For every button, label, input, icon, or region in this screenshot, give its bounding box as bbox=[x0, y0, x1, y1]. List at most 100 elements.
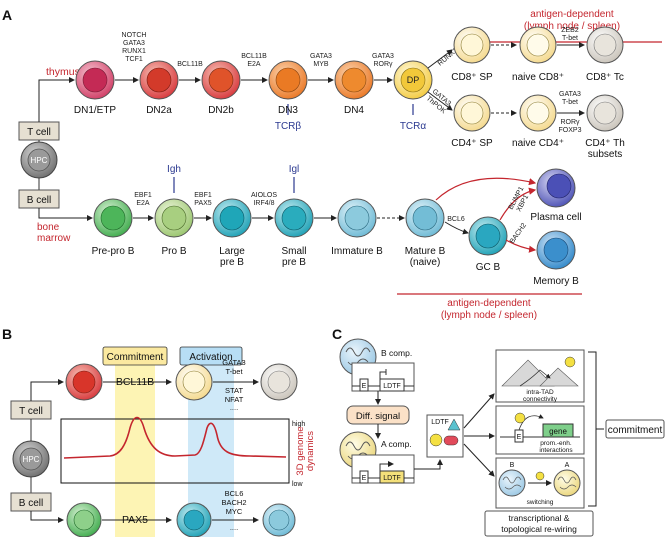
dp-nucleus bbox=[400, 67, 426, 93]
switch-b-label: B bbox=[510, 462, 515, 469]
dn4-label: DN4 bbox=[344, 105, 364, 116]
mature-label-1: Mature B bbox=[405, 246, 446, 257]
b-comp-chromatin bbox=[345, 347, 371, 366]
b-cell-label: B cell bbox=[27, 195, 51, 206]
tf-gata3-rory-1: GATA3 bbox=[372, 53, 394, 60]
b-comp-ldtf-box bbox=[379, 378, 405, 392]
bf-aiolos-2: IRF4/8 bbox=[253, 200, 274, 207]
igl-label: Igl bbox=[289, 164, 300, 175]
tad-loop bbox=[519, 369, 551, 387]
cd8-sp-label: CD8⁺ SP bbox=[451, 72, 493, 83]
b-cell-names: Pre-pro B Pro B Large pre B Small pre B … bbox=[92, 212, 582, 287]
prom-enh-yellow-dot bbox=[514, 412, 526, 424]
cd8-sp-nucleus bbox=[460, 33, 484, 57]
pro-b-nucleus bbox=[161, 205, 187, 231]
high-label: high bbox=[292, 421, 305, 428]
switch-yellow-dot bbox=[535, 471, 545, 481]
tf-tbet: T-bet bbox=[562, 35, 578, 42]
prom-enh-label-2: interactions bbox=[539, 447, 573, 454]
pb-t-act-4: NFAT bbox=[225, 395, 244, 404]
ldtf-factor-label: LDTF bbox=[431, 419, 449, 426]
b-path-arrow bbox=[38, 208, 93, 221]
tf-zeb2: ZEB2 bbox=[561, 27, 579, 34]
prom-enh-label-1: prom.-enh. bbox=[540, 440, 572, 447]
b-panel-hpc-nucleus bbox=[19, 447, 43, 471]
cd4-tf-list: GATA3 T-bet RORγ FOXP3 bbox=[559, 91, 582, 134]
bf-ebf1-e2a-2: E2A bbox=[136, 200, 150, 207]
switch-b-chromatin bbox=[502, 476, 522, 490]
tf-bcl11b-e2a-1: BCL11B bbox=[241, 53, 267, 60]
mature-label-2: (naive) bbox=[410, 257, 441, 268]
gene-box bbox=[542, 423, 574, 438]
bf-bcl6: BCL6 bbox=[447, 216, 465, 223]
gene-label: gene bbox=[549, 427, 567, 436]
panel-a-label: A bbox=[2, 7, 12, 23]
prepro-label: Pre-pro B bbox=[92, 246, 135, 257]
commitment-tag-label: Commitment bbox=[107, 352, 164, 363]
pb-t-act-3: STAT bbox=[225, 386, 243, 395]
large-label-1: Large bbox=[219, 246, 245, 257]
b-panel-hpc-label: HPC bbox=[23, 455, 40, 464]
cd4-th-label-1: CD4⁺ Th bbox=[585, 138, 625, 149]
antigen-bottom-label-2: (lymph node / spleen) bbox=[441, 310, 537, 321]
pro-label: Pro B bbox=[161, 246, 186, 257]
tf-gata3-rory-2: RORγ bbox=[373, 61, 393, 68]
tcrb-label: TCRβ bbox=[275, 121, 302, 132]
pb-t-act-1: GATA3 bbox=[222, 358, 245, 367]
genome-label-2: dynamics bbox=[305, 431, 316, 471]
dn1-nucleus bbox=[82, 67, 108, 93]
cd4-sp-nucleus bbox=[460, 101, 484, 125]
genome-curve bbox=[63, 416, 287, 459]
cd8-branch-arrow bbox=[427, 49, 453, 69]
large-pre-b-nucleus bbox=[219, 205, 245, 231]
pb-b-act-1: BCL6 bbox=[225, 489, 244, 498]
dn2a-nucleus bbox=[146, 67, 172, 93]
tf-cd4-4: FOXP3 bbox=[559, 127, 582, 134]
cd4-sp-label: CD4⁺ SP bbox=[451, 138, 493, 149]
gc-label: GC B bbox=[476, 262, 501, 273]
activation-tag-label: Activation bbox=[189, 352, 232, 363]
pb-t-nucleus-1 bbox=[72, 370, 96, 394]
tf-bcl11b-e2a-2: E2A bbox=[247, 61, 261, 68]
cd4-th-nucleus bbox=[593, 101, 617, 125]
small-label-2: pre B bbox=[282, 257, 306, 268]
tf-cd4-1: GATA3 bbox=[559, 91, 581, 98]
pb-b-nucleus-2 bbox=[183, 509, 205, 531]
b-arrow-mature-plasma bbox=[435, 177, 537, 201]
t-cell-names: DN1/ETP DN2a DN2b DN3 DN4 bbox=[74, 105, 365, 116]
panel-b-label: B bbox=[2, 326, 12, 342]
tf-gata3-myb-2: MYB bbox=[313, 61, 329, 68]
igh-label: Igh bbox=[167, 164, 181, 175]
a-comp-e-box bbox=[359, 470, 369, 484]
commitment-box-label: commitment bbox=[608, 425, 663, 436]
pb-t-nucleus-3 bbox=[267, 370, 291, 394]
b-arrow-gc bbox=[444, 221, 469, 235]
cd4-branch-arrow bbox=[427, 91, 453, 111]
switch-a-label: A bbox=[565, 462, 570, 469]
dn4-nucleus bbox=[341, 67, 367, 93]
dp-label: DP bbox=[407, 75, 420, 85]
b-cell-row bbox=[93, 168, 576, 270]
c-fan-bot bbox=[463, 443, 495, 477]
cd8-tc-nucleus bbox=[593, 33, 617, 57]
panel-c-label: C bbox=[332, 326, 342, 342]
bf-ebf1-pax5-1: EBF1 bbox=[194, 192, 212, 199]
prom-enh-box bbox=[495, 405, 585, 455]
naive-cd4-label: naive CD4⁺ bbox=[512, 138, 564, 149]
tcra-label: TCRα bbox=[400, 121, 427, 132]
t-cell-label: T cell bbox=[27, 127, 51, 138]
rewiring-label-2: topological re-wiring bbox=[501, 524, 577, 534]
antigen-bottom-label-1: antigen-dependent bbox=[447, 298, 531, 309]
b-comp-e-label: E bbox=[362, 383, 367, 390]
tf-cd4-2: T-bet bbox=[562, 99, 578, 106]
a-comp-label: A comp. bbox=[381, 439, 412, 449]
plasma-nucleus bbox=[546, 173, 572, 199]
b-panel-b-arrow bbox=[30, 511, 64, 523]
dn3-label: DN3 bbox=[278, 105, 298, 116]
mature-b-nucleus bbox=[412, 205, 438, 231]
b-arrow-plasma bbox=[499, 187, 537, 221]
hpc-nucleus bbox=[27, 148, 51, 172]
bf-bach2: BACH2 bbox=[509, 222, 528, 245]
cd8-tc-label: CD8⁺ Tc bbox=[586, 72, 624, 83]
